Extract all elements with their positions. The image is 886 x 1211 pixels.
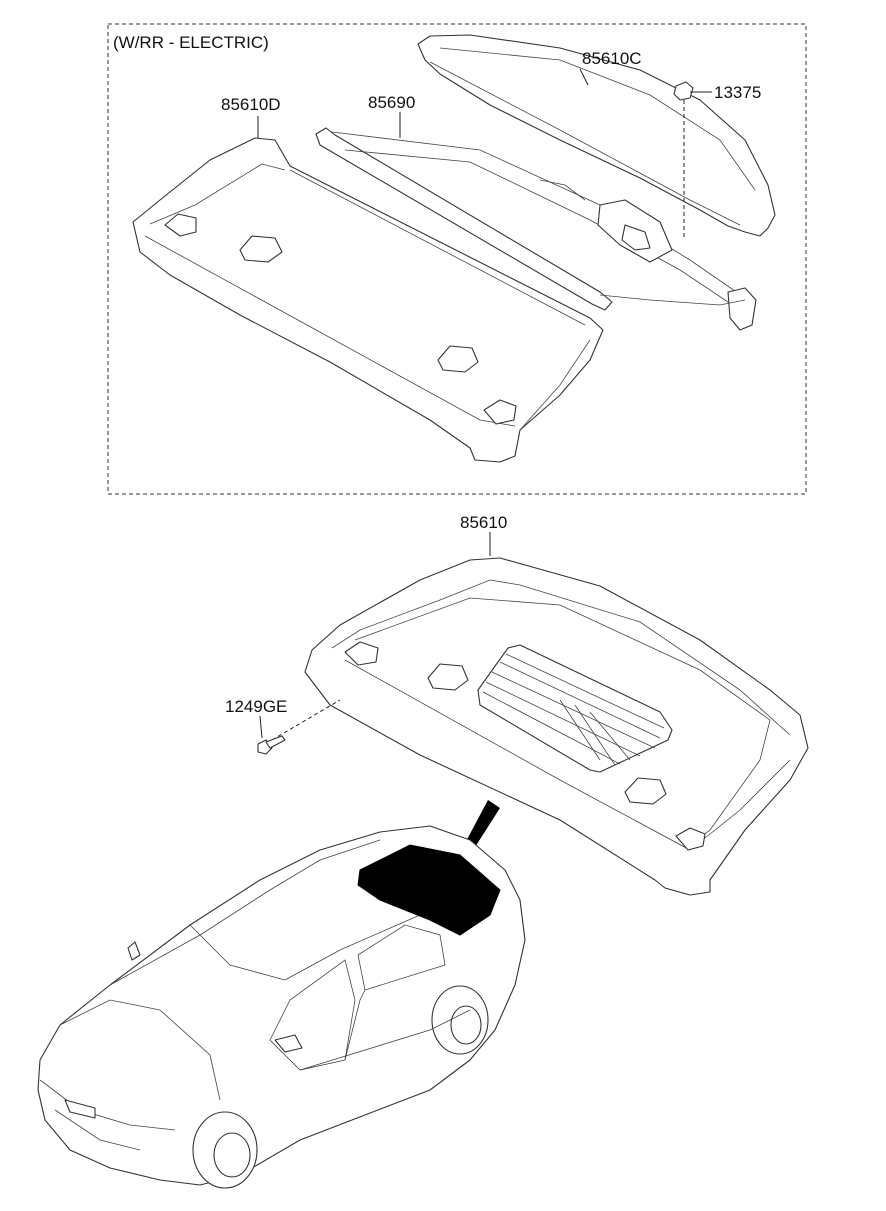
callout-13375: 13375 <box>714 83 761 102</box>
callout-85610c: 85610C <box>582 49 642 68</box>
variant-caption: (W/RR - ELECTRIC) <box>113 33 269 52</box>
callout-85690: 85690 <box>368 93 415 112</box>
leader-lines <box>257 68 712 739</box>
roller-blind-assembly-85690 <box>315 127 757 331</box>
rear-window-highlight <box>357 844 501 936</box>
screw-1249ge <box>257 699 341 755</box>
car-outline <box>37 825 526 1189</box>
rear-package-tray-85610 <box>304 557 809 896</box>
rear-package-tray-85610d <box>132 137 604 463</box>
callout-85610: 85610 <box>460 513 507 532</box>
callout-85610d: 85610D <box>221 95 281 114</box>
variant-box <box>107 23 807 495</box>
rear-package-tray-cover-85610c <box>417 34 776 237</box>
clip-13375 <box>673 81 694 238</box>
callout-1249ge: 1249GE <box>225 697 287 716</box>
window-hatching <box>482 653 665 766</box>
